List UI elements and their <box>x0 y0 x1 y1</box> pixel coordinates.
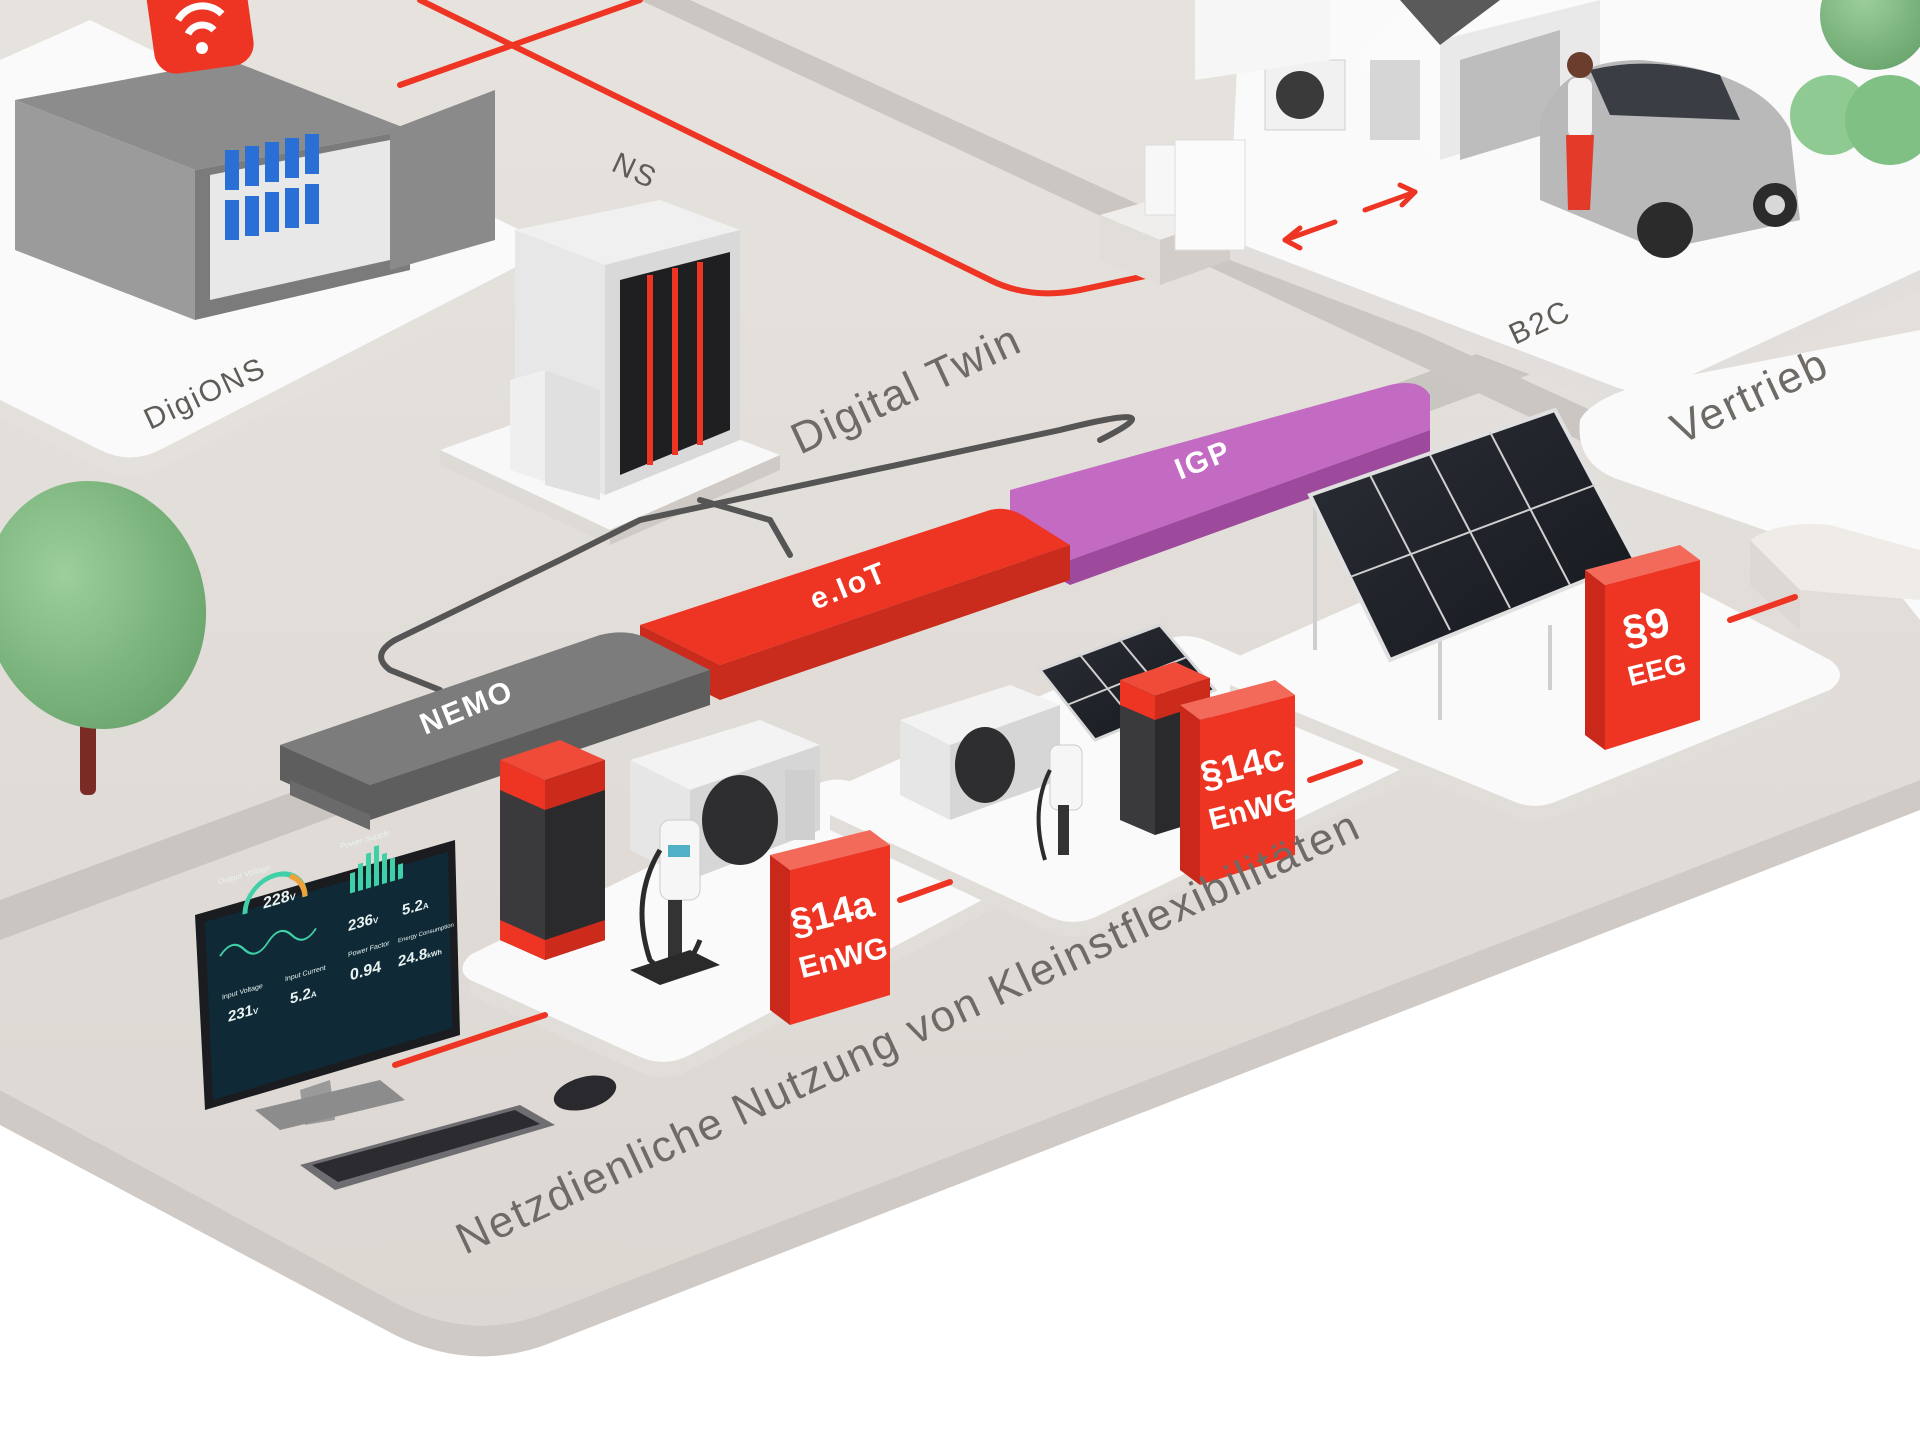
input-current-value: 5.2A <box>290 983 317 1007</box>
current-52-value: 5.2A <box>402 895 429 919</box>
heat-pump-2 <box>900 685 1060 820</box>
law-book-14c <box>1180 680 1295 885</box>
electric-car <box>1540 60 1800 258</box>
red-connectors <box>392 594 1798 1068</box>
vertrieb-platform <box>1579 330 1920 630</box>
mouse-icon <box>553 1075 617 1111</box>
tree-left <box>0 480 207 795</box>
tree-top-right <box>1790 0 1920 165</box>
wallbox-pedestal <box>1100 139 1246 285</box>
battery-storage-1 <box>500 740 605 960</box>
voltage-236-value: 236V <box>348 909 379 935</box>
red-cables-top <box>397 0 1153 297</box>
law-book-9 <box>1585 545 1700 750</box>
law-book-14a <box>770 830 890 1025</box>
bidirectional-arrow-icon <box>1282 182 1418 251</box>
band-igp <box>1010 382 1430 585</box>
law-9-paragraph: §9 <box>1618 598 1675 655</box>
ns-server-cabinet <box>510 200 740 500</box>
band-nemo <box>280 632 710 830</box>
ev-charger-2 <box>1036 744 1083 861</box>
band-eiot <box>640 508 1070 700</box>
platform-cable-2 <box>697 497 793 558</box>
wifi-icon <box>146 0 254 74</box>
person <box>1566 52 1594 210</box>
digions-cabinet <box>15 60 495 320</box>
keyboard <box>300 1105 555 1190</box>
platform-cable <box>378 414 1135 693</box>
ev-charger-1 <box>630 819 720 985</box>
solar-array-large <box>1307 407 1638 720</box>
